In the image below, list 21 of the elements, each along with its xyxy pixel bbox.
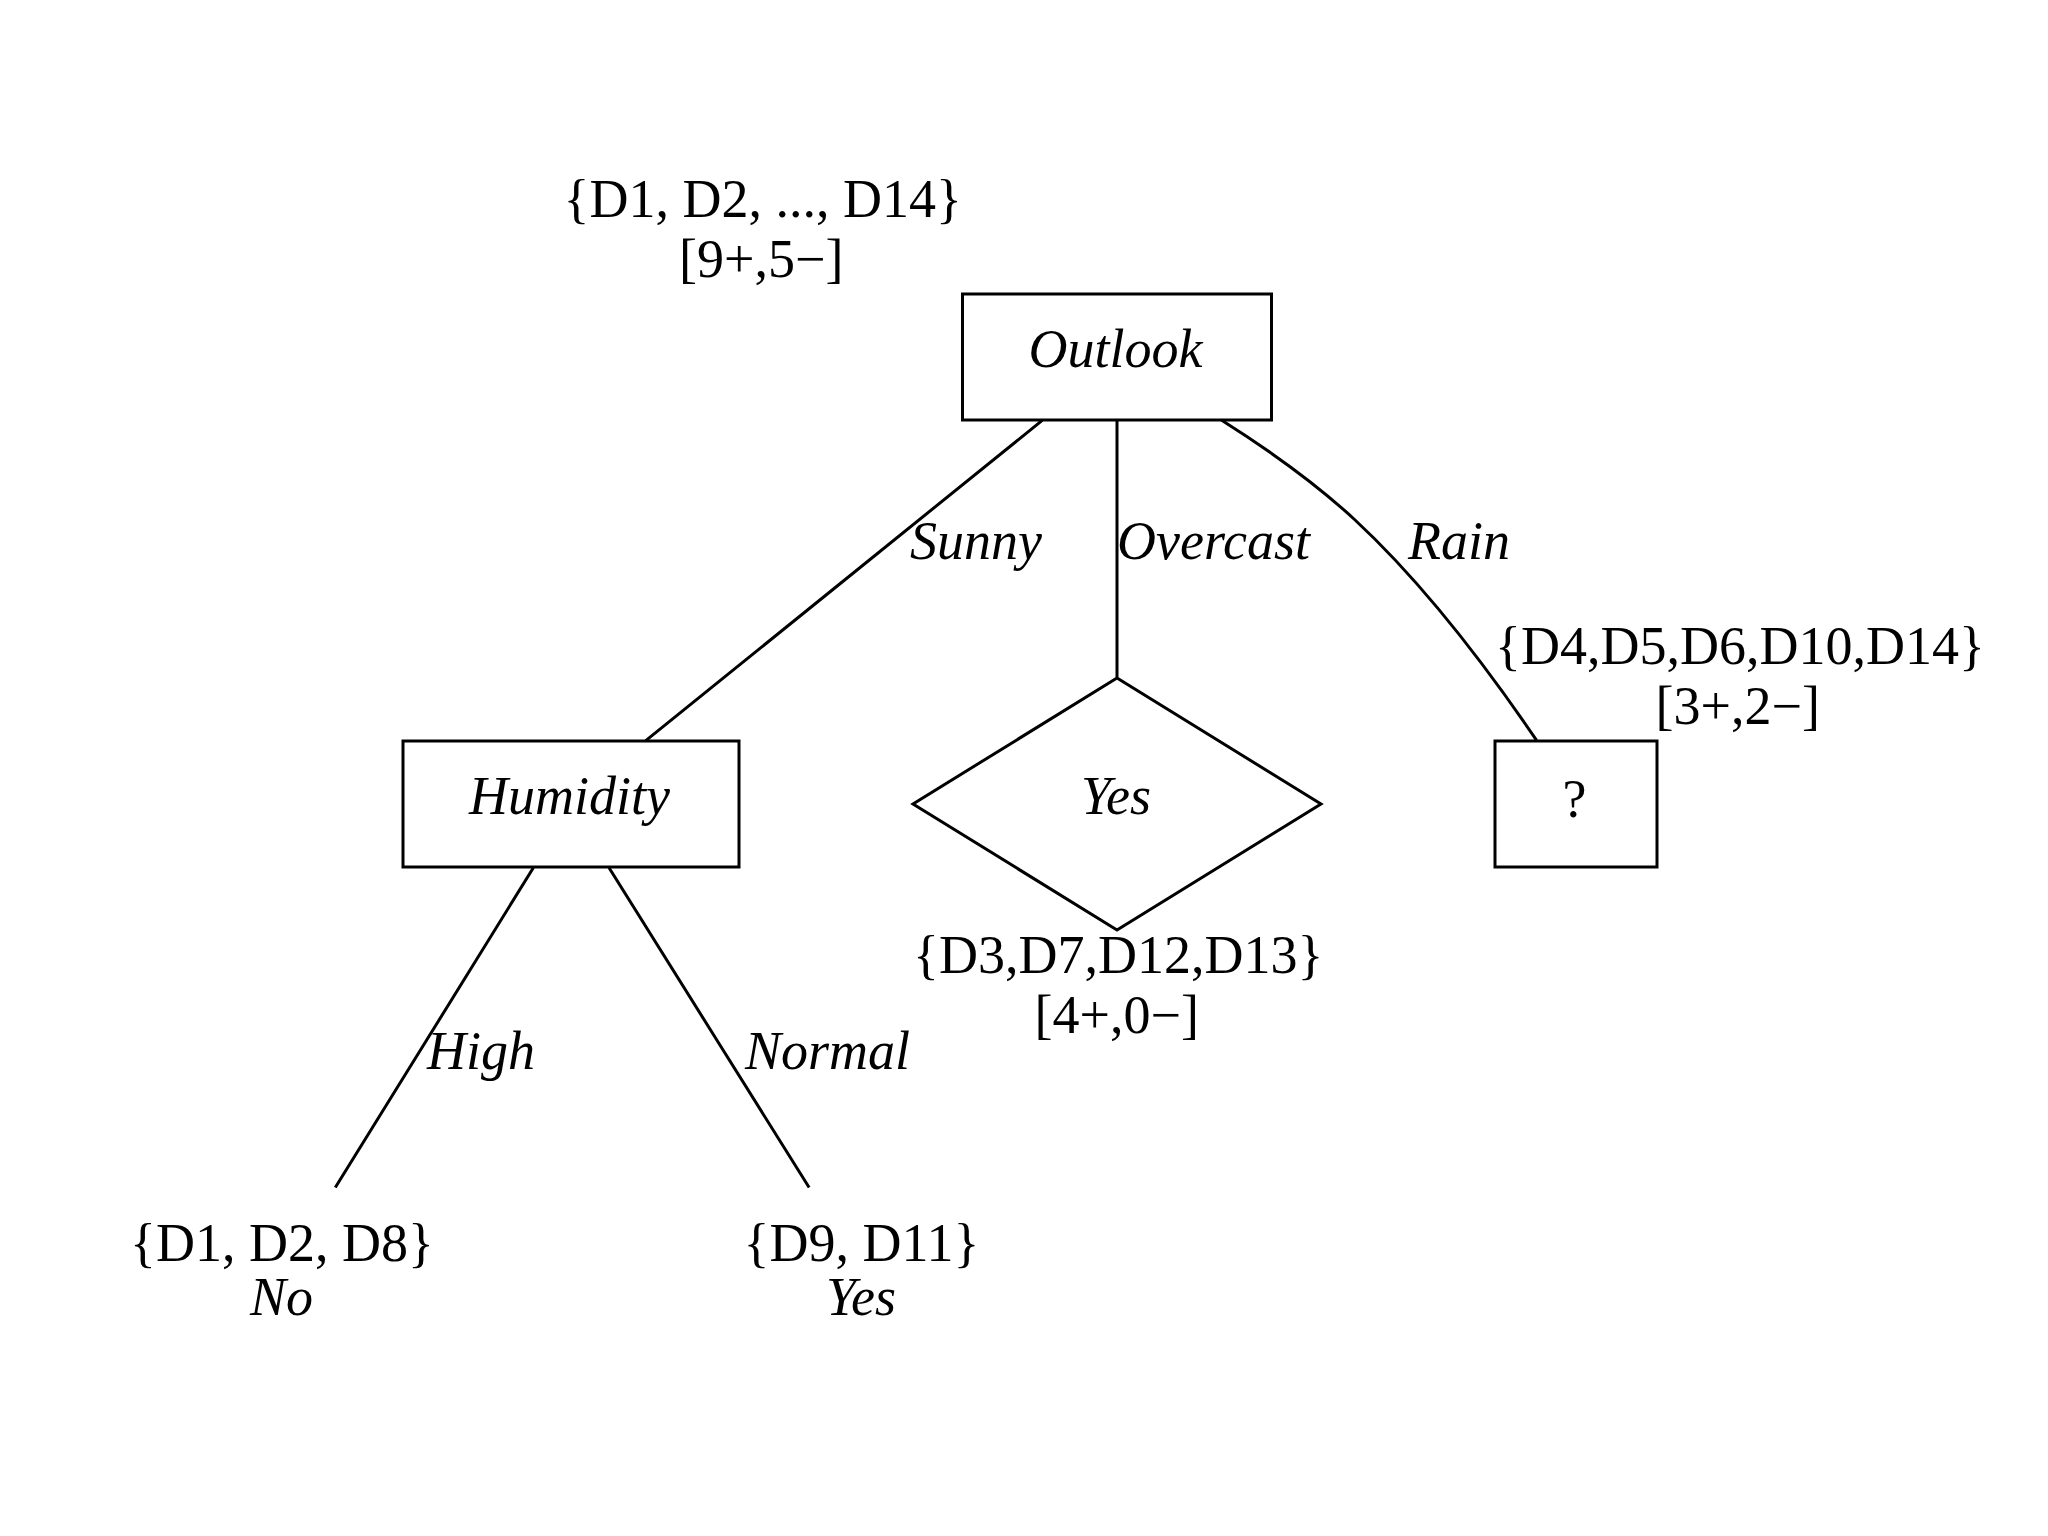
edge-label: Normal	[745, 1021, 911, 1082]
edge-label: Rain	[1408, 511, 1510, 572]
edge-label: Sunny	[910, 511, 1042, 572]
node-label: {D4,D5,D6,D10,D14}	[1495, 616, 1985, 677]
node-label: [3+,2−]	[1655, 676, 1820, 737]
node-text: {D1, D2, D8} No	[130, 1213, 434, 1328]
connector	[334, 867, 535, 1189]
connector	[1115, 420, 1119, 678]
connector	[607, 867, 811, 1189]
node-box: Humidity	[401, 739, 741, 869]
node-text: {D9, D11} Yes	[743, 1213, 980, 1328]
node-box: ?	[1493, 739, 1659, 869]
node-box: Outlook	[961, 292, 1273, 422]
connector	[1220, 418, 1538, 742]
node-diamond: Yes	[910, 676, 1324, 932]
node-label: [9+,5−]	[679, 229, 844, 290]
node-label: {D1, D2, ..., D14}	[563, 169, 962, 230]
edge-label: High	[427, 1021, 535, 1082]
edge-label: Overcast	[1117, 511, 1310, 572]
connector	[644, 419, 1044, 742]
node-label: [4+,0−]	[1034, 985, 1199, 1046]
